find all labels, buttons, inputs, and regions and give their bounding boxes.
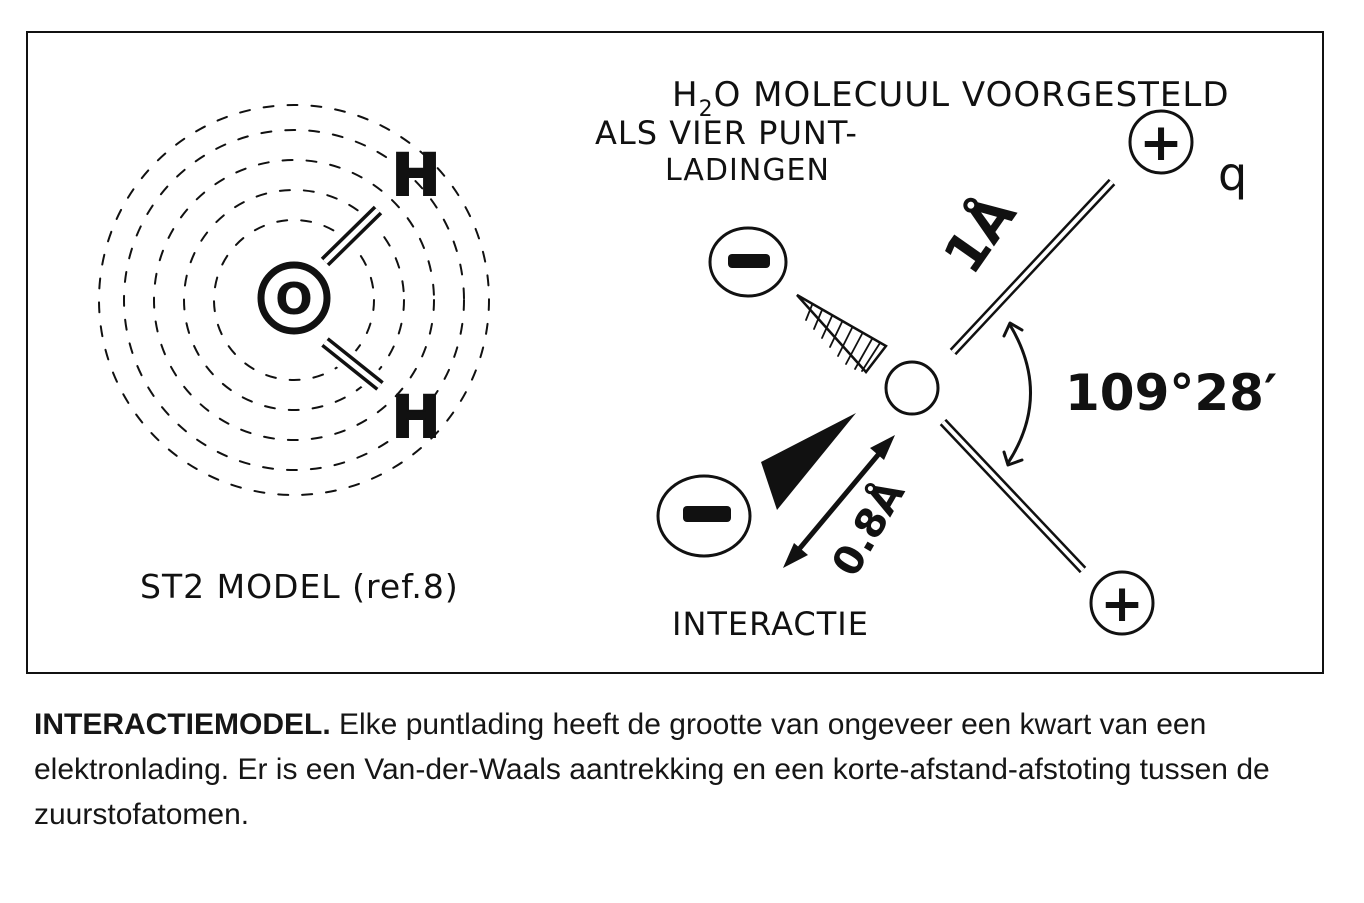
distance-label: 0.8Å bbox=[821, 471, 914, 584]
bond-length-label: 1Å bbox=[931, 184, 1028, 285]
solid-wedge bbox=[761, 413, 856, 510]
charge-symbol-label: q bbox=[1218, 147, 1247, 201]
charge-minus-top bbox=[708, 226, 788, 298]
angle-arc bbox=[1006, 323, 1032, 465]
svg-text:+: + bbox=[1139, 113, 1183, 173]
title-line-3: LADINGEN bbox=[665, 153, 830, 188]
hatched-wedge bbox=[796, 293, 888, 374]
angle-label: 109°28′ bbox=[1065, 364, 1277, 422]
oxygen-label: O bbox=[275, 274, 312, 325]
figure-frame bbox=[26, 31, 1324, 674]
svg-text:+: + bbox=[1100, 574, 1144, 634]
title-line-1: H2O MOLECUUL VOORGESTELD bbox=[672, 75, 1230, 122]
oh-bond-top bbox=[316, 201, 387, 271]
oh-bond-bottom bbox=[317, 332, 388, 396]
electron-cloud bbox=[98, 104, 490, 496]
charge-plus-top: + bbox=[1128, 109, 1194, 175]
distance-arrow bbox=[783, 435, 895, 568]
central-atom bbox=[884, 360, 940, 416]
figure-caption: INTERACTIEMODEL. Elke puntlading heeft d… bbox=[34, 702, 1334, 837]
caption-text: Elke puntlading heeft de grootte van ong… bbox=[34, 708, 1270, 831]
point-charge-drawing: H2O MOLECUUL VOORGESTELD ALS VIER PUNT- … bbox=[595, 75, 1277, 643]
bond-to-plus-bottom bbox=[939, 418, 1087, 574]
st2-model-drawing: O H H ST2 MODEL (ref.8) bbox=[98, 104, 490, 606]
hydrogen-top-label: H bbox=[392, 141, 441, 209]
charge-plus-bottom: + bbox=[1089, 570, 1155, 636]
st2-model-label: ST2 MODEL (ref.8) bbox=[140, 567, 459, 606]
hydrogen-bottom-label: H bbox=[392, 383, 441, 451]
oxygen-atom bbox=[257, 261, 331, 335]
charge-minus-bottom bbox=[656, 474, 752, 558]
title-line-2: ALS VIER PUNT- bbox=[595, 114, 858, 152]
caption-title: INTERACTIEMODEL. bbox=[34, 708, 331, 741]
bond-to-plus-top bbox=[949, 178, 1116, 356]
interaction-label: INTERACTIE bbox=[672, 605, 869, 643]
